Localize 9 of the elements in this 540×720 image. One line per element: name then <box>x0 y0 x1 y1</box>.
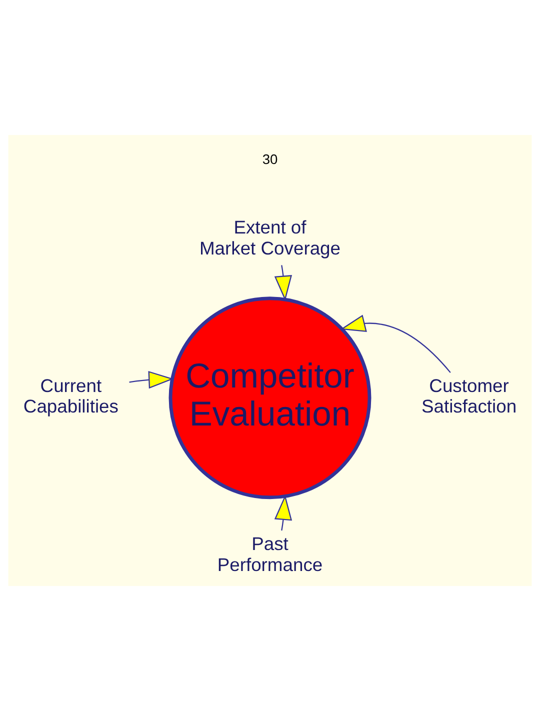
node-text: Customer Satisfaction <box>422 374 517 416</box>
node-text: Current Capabilities <box>23 374 118 416</box>
label: 30 <box>262 151 278 166</box>
arrow <box>274 264 292 300</box>
node-text: Past Performance <box>217 532 323 574</box>
arrow <box>340 314 451 372</box>
node-circle: Competitor Evaluation <box>168 296 372 499</box>
node-text: Extent of Market Coverage <box>199 216 341 258</box>
arrow <box>129 370 174 388</box>
